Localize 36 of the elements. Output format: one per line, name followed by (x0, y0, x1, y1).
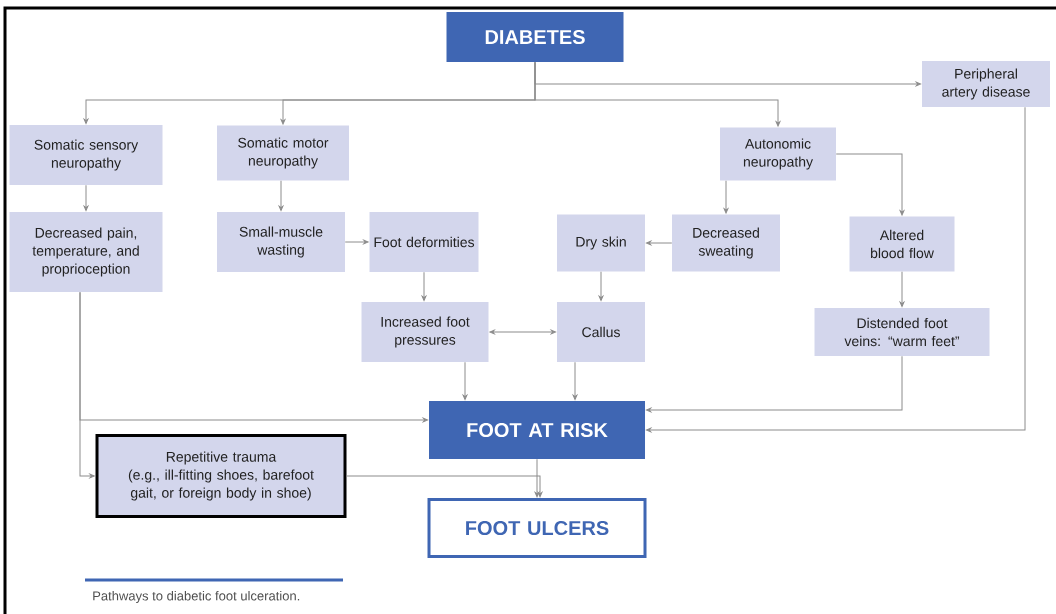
process-box: Dry skin (557, 214, 645, 272)
arrow (489, 329, 557, 335)
process-box: Small-muscle wasting (217, 212, 345, 272)
process-box: Autonomic neuropathy (720, 127, 836, 181)
arrow (534, 458, 540, 498)
process-box: Peripheral artery disease (922, 61, 1050, 107)
arrow (421, 271, 427, 302)
process-box: Distended foot veins: “warm feet” (814, 308, 990, 356)
arrow (646, 355, 903, 413)
main-box: DIABETES (446, 12, 624, 62)
arrow (83, 184, 89, 212)
arrow (344, 239, 369, 245)
main-box: FOOT AT RISK (429, 401, 645, 459)
caption: Pathways to diabetic foot ulceration. (93, 590, 300, 604)
process-box: Foot deformities (369, 212, 479, 272)
process-box: Decreased pain, temperature, and proprioception (9, 212, 163, 292)
arrow (534, 61, 781, 127)
process-box: Somatic motor neuropathy (217, 125, 349, 181)
arrow (646, 106, 1026, 433)
arrow (835, 153, 905, 216)
arrow (572, 361, 578, 401)
process-box: Somatic sensory neuropathy (9, 125, 163, 185)
arrow (646, 240, 673, 246)
arrow (598, 271, 604, 302)
arrow (79, 291, 95, 479)
process-box: Increased foot pressures (361, 302, 489, 362)
process-box: Repetitive trauma (e.g., ill-fitting shoes, barefoot gait, or foreign body in shoe) (95, 434, 347, 518)
process-box: Callus (557, 302, 645, 362)
process-box: Decreased sweating (672, 214, 780, 272)
process-box: Altered blood flow (849, 216, 955, 272)
arrow (723, 180, 729, 214)
arrow (346, 475, 543, 498)
outcome-box: FOOT ULCERS (427, 498, 647, 558)
arrow (462, 361, 468, 401)
arrow (278, 180, 284, 212)
arrow (899, 271, 905, 308)
